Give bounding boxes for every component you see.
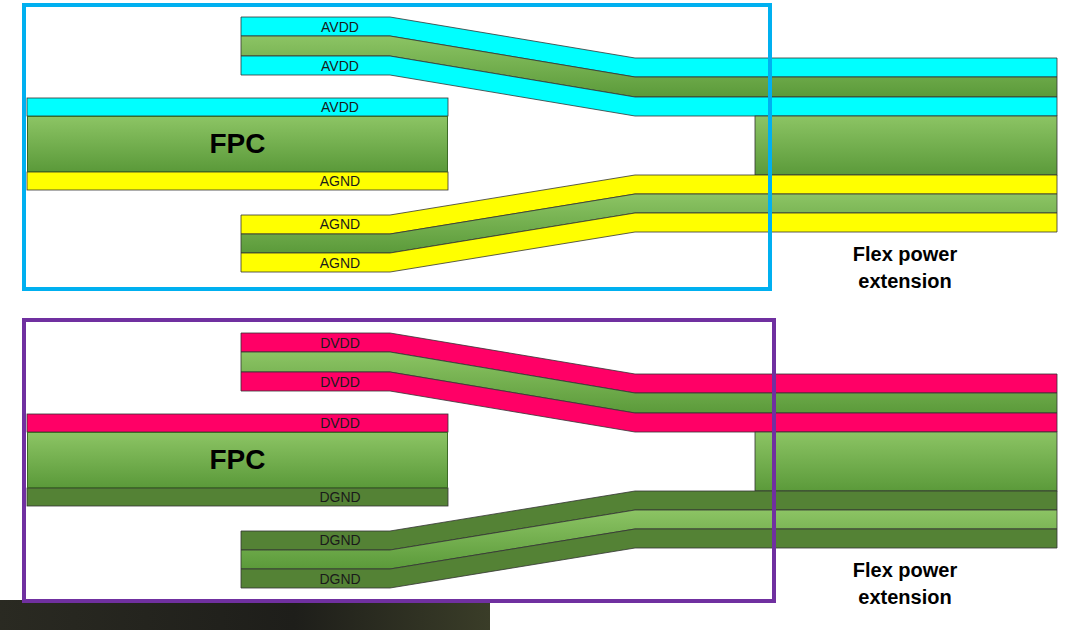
signal-name: AGND bbox=[320, 173, 360, 189]
signal-name: AVDD bbox=[321, 19, 359, 35]
signal-name: DVDD bbox=[320, 374, 360, 390]
board-label: FPC bbox=[210, 444, 266, 476]
signal-name: DVDD bbox=[320, 335, 360, 351]
board-label: FPC bbox=[210, 128, 266, 160]
extension-caption: Flex power extension bbox=[820, 241, 990, 295]
signal-name: DGND bbox=[319, 532, 360, 548]
photo-strip bbox=[0, 600, 490, 630]
signal-name: DVDD bbox=[320, 415, 360, 431]
fpc-board: FPC bbox=[27, 432, 448, 488]
extension-caption: Flex power extension bbox=[820, 557, 990, 611]
analog-frame bbox=[24, 5, 770, 289]
signal-name: AVDD bbox=[321, 58, 359, 74]
digital-frame bbox=[24, 320, 774, 601]
signal-name: DGND bbox=[319, 571, 360, 587]
fpc-board: FPC bbox=[27, 116, 448, 172]
signal-name: AVDD bbox=[321, 99, 359, 115]
signal-name: AGND bbox=[320, 216, 360, 232]
signal-name: DGND bbox=[319, 489, 360, 505]
signal-name: AGND bbox=[320, 255, 360, 271]
